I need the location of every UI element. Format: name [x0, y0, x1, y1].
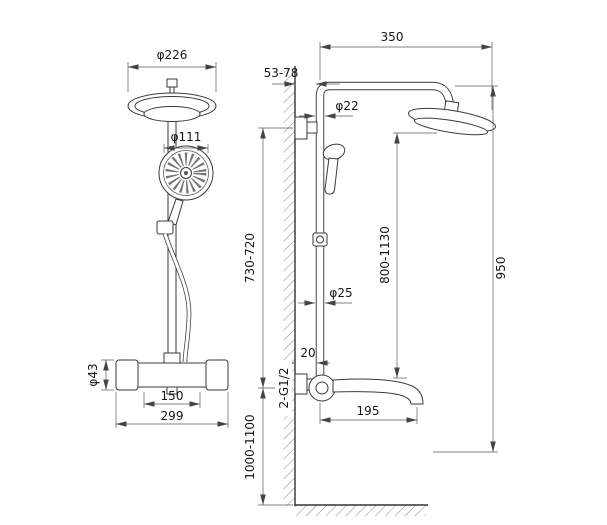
dim-head-diameter: φ226: [127, 48, 217, 92]
slider-bracket-side: [312, 232, 328, 247]
spray-face-spokes: [165, 152, 207, 194]
dim-head-height-range: 800-1130: [378, 132, 437, 379]
overhead-shower-side: [408, 100, 496, 136]
dim-label-arm-pipe-diameter: φ22: [335, 99, 358, 113]
valve-body-front: [137, 362, 207, 388]
mixer-valve-front: [115, 352, 229, 395]
dim-label-riser-diameter: φ25: [329, 286, 352, 300]
dim-label-valve-width: 299: [161, 409, 184, 423]
dim-label-install-height: 1000-1100: [243, 414, 257, 479]
hand-shower-side: [322, 143, 346, 195]
dim-inlet-spacing: 150: [143, 389, 201, 408]
wall-bracket: [294, 116, 318, 140]
tub-spout: [332, 378, 424, 405]
shower-hose: [162, 233, 192, 363]
label-thread-spec: 2-G1/2: [275, 360, 292, 416]
front-view: φ226 φ111 φ43 150 299: [86, 48, 229, 428]
slider-bracket-front: [156, 220, 174, 235]
hand-shower-handle: [167, 198, 184, 226]
dim-column-height: 950: [433, 85, 508, 453]
dim-label-head-height-range: 800-1130: [378, 226, 392, 284]
dim-spout-reach: 195: [319, 403, 418, 424]
dim-label-hand-shower-diameter: φ111: [171, 130, 202, 144]
dim-label-inlet-spacing: 150: [161, 389, 184, 403]
dim-label-head-diameter: φ226: [157, 48, 188, 62]
dim-label-thread-spec: 2-G1/2: [277, 367, 291, 408]
wall-section: [283, 66, 296, 506]
dim-wall-clearance: 53-78: [264, 66, 340, 87]
dim-label-supply-offset: 20: [300, 346, 315, 360]
dim-riser-diameter: φ25: [298, 286, 353, 306]
dim-arm-pipe-diameter: φ22: [299, 99, 359, 119]
overhead-shower-front: [127, 78, 217, 122]
floor-section: [295, 504, 428, 516]
mixer-valve-side: [308, 374, 336, 402]
dim-hand-shower-diameter: φ111: [163, 130, 209, 153]
dim-label-wall-clearance: 53-78: [264, 66, 299, 80]
dim-label-column-height: 950: [494, 257, 508, 280]
side-view: 350 53-78 φ22 730-720 800-1130: [243, 30, 508, 516]
hand-shower-front: [156, 145, 214, 235]
dim-label-slide-bar-height: 730-720: [243, 233, 257, 283]
valve-knob-right: [205, 359, 229, 391]
dim-label-spout-reach: 195: [357, 404, 380, 418]
riser-and-arm-pipe: [315, 81, 456, 388]
wall-hatching: [283, 68, 295, 506]
valve-knob-left: [115, 359, 139, 391]
floor-hatching: [295, 505, 426, 516]
dim-label-arm-reach: 350: [381, 30, 404, 44]
dim-valve-diameter: φ43: [86, 359, 114, 391]
dim-install-height: 1000-1100: [243, 388, 293, 506]
dim-arm-reach: 350: [319, 30, 493, 110]
dim-label-valve-diameter: φ43: [86, 363, 100, 386]
dim-valve-width: 299: [115, 392, 229, 428]
